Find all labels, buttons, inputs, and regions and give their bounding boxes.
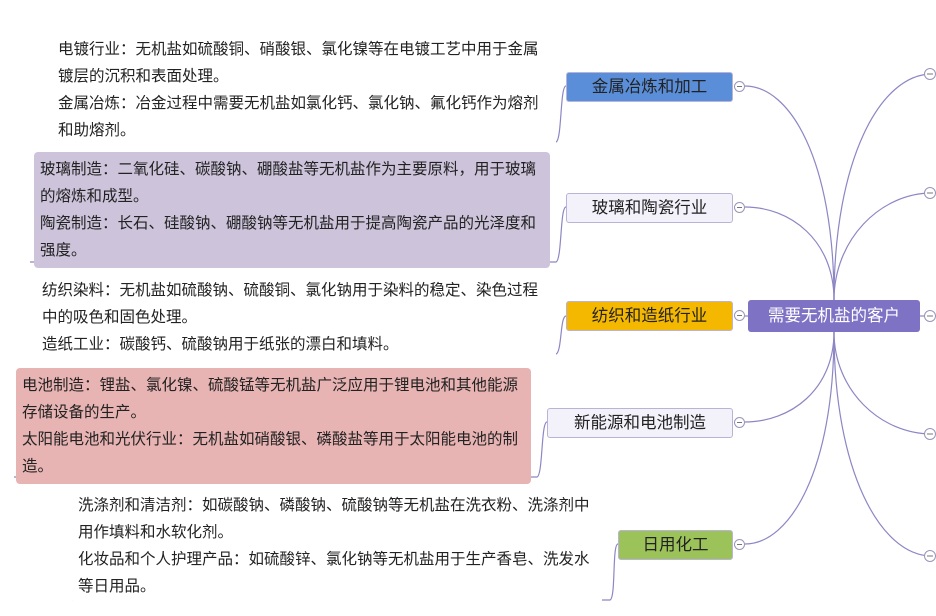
note-text: 金属冶炼：冶金过程中需要无机盐如氯化钙、氯化钠、氟化钙作为熔剂和助熔剂。 xyxy=(58,94,539,139)
link-center-right-1 xyxy=(833,73,933,301)
note-daily: 洗涤剂和清洁剂：如碳酸钠、磷酸钠、硫酸钠等无机盐在洗衣粉、洗涤剂中用作填料和水软… xyxy=(72,488,602,604)
note-text: 太阳能电池和光伏行业：无机盐如硝酸银、磷酸盐等用于太阳能电池的制造。 xyxy=(22,430,519,475)
note-metal: 电镀行业：无机盐如硫酸铜、硝酸银、氯化镍等在电镀工艺中用于金属镀层的沉积和表面处… xyxy=(52,32,556,148)
note-text: 陶瓷制造：长石、硅酸钠、硼酸钠等无机盐用于提高陶瓷产品的光泽度和强度。 xyxy=(40,214,537,259)
collapse-topic-textile[interactable] xyxy=(734,310,745,321)
topic-label: 日用化工 xyxy=(642,535,709,554)
central-topic[interactable]: 需要无机盐的客户 xyxy=(748,300,920,332)
note-glass: 玻璃制造：二氧化硅、碳酸钠、硼酸盐等无机盐作为主要原料，用于玻璃的熔炼和成型。 … xyxy=(34,152,550,268)
note-text: 电镀行业：无机盐如硫酸铜、硝酸银、氯化镍等在电镀工艺中用于金属镀层的沉积和表面处… xyxy=(58,40,539,85)
topic-label: 新能源和电池制造 xyxy=(574,413,706,432)
note-text: 玻璃制造：二氧化硅、碳酸钠、硼酸盐等无机盐作为主要原料，用于玻璃的熔炼和成型。 xyxy=(40,160,537,205)
note-text: 化妆品和个人护理产品：如硫酸锌、氯化钠等无机盐用于生产香皂、洗发水等日用品。 xyxy=(78,550,590,595)
link-center-topic-1 xyxy=(744,85,835,301)
link-topic-1-note xyxy=(52,85,567,143)
note-text: 电池制造：锂盐、氯化镍、硫酸锰等无机盐广泛应用于锂电池和其他能源存储设备的生产。 xyxy=(22,376,519,421)
topic-daily[interactable]: 日用化工 xyxy=(618,530,733,560)
link-topic-4-note xyxy=(14,421,548,478)
link-topic-2-note xyxy=(30,206,567,263)
collapse-topic-glass[interactable] xyxy=(734,202,745,213)
link-center-right-2 xyxy=(833,192,933,301)
topic-label: 纺织和造纸行业 xyxy=(591,306,708,325)
link-topic-5-note xyxy=(72,543,619,601)
topic-glass[interactable]: 玻璃和陶瓷行业 xyxy=(566,193,733,223)
link-center-topic-2 xyxy=(744,206,835,301)
link-center-topic-5 xyxy=(744,331,835,545)
link-topic-3-note xyxy=(36,315,567,355)
topic-label: 玻璃和陶瓷行业 xyxy=(591,198,708,217)
note-text: 纺织染料：无机盐如硫酸钠、硫酸铜、氯化钠用于染料的稳定、染色过程中的吸色和固色处… xyxy=(42,281,539,326)
central-topic-label: 需要无机盐的客户 xyxy=(768,306,900,325)
collapse-topic-daily[interactable] xyxy=(734,539,745,550)
note-battery: 电池制造：锂盐、氯化镍、硫酸锰等无机盐广泛应用于锂电池和其他能源存储设备的生产。… xyxy=(16,368,531,484)
note-text: 造纸工业：碳酸钙、硫酸钠用于纸张的漂白和填料。 xyxy=(42,335,399,353)
note-text: 洗涤剂和清洁剂：如碳酸钠、磷酸钠、硫酸钠等无机盐在洗衣粉、洗涤剂中用作填料和水软… xyxy=(78,496,590,541)
topic-label: 金属冶炼和加工 xyxy=(591,77,708,96)
note-textile: 纺织染料：无机盐如硫酸钠、硫酸铜、氯化钠用于染料的稳定、染色过程中的吸色和固色处… xyxy=(36,273,556,362)
collapse-topic-metal[interactable] xyxy=(734,81,745,92)
link-center-right-5 xyxy=(833,331,933,557)
topic-metal[interactable]: 金属冶炼和加工 xyxy=(566,72,733,102)
collapse-topic-battery[interactable] xyxy=(734,417,745,428)
link-center-right-4 xyxy=(833,331,933,435)
topic-textile[interactable]: 纺织和造纸行业 xyxy=(566,301,733,331)
link-center-topic-4 xyxy=(744,331,835,423)
topic-battery[interactable]: 新能源和电池制造 xyxy=(547,408,733,438)
